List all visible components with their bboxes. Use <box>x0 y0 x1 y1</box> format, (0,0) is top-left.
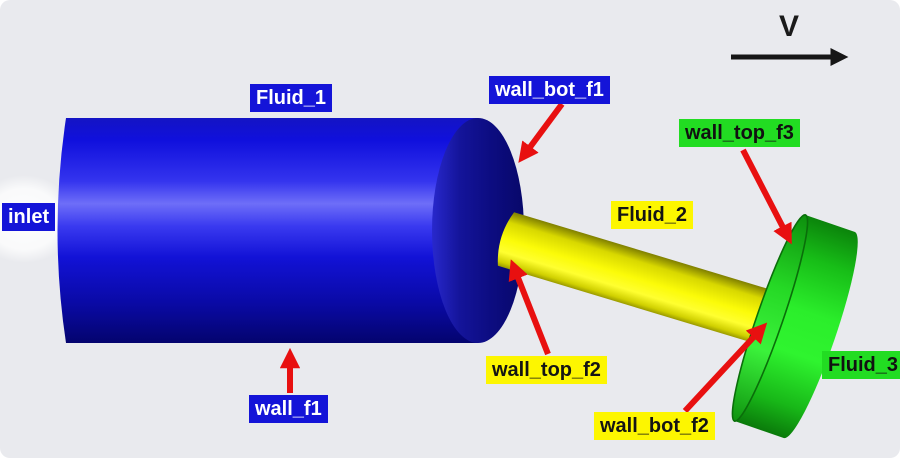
arrow-wall-bot-f1 <box>518 102 565 163</box>
arrow-wall-bot-f2 <box>682 322 768 414</box>
fluid1-body <box>57 118 478 343</box>
tag-wall-bot-f1: wall_bot_f1 <box>489 76 610 104</box>
fluid2-body <box>497 212 785 348</box>
fluid3-left-face <box>731 214 809 422</box>
arrow-wall-top-f3 <box>740 148 792 245</box>
tag-wall-bot-f2: wall_bot_f2 <box>594 412 715 440</box>
velocity-label: V <box>779 10 800 43</box>
fluid1-right-cap <box>432 118 524 343</box>
fluid3-disc <box>731 214 858 439</box>
tag-fluid3: Fluid_3 <box>822 351 900 379</box>
tag-inlet: inlet <box>2 203 56 231</box>
tag-wall-top-f2: wall_top_f2 <box>486 356 607 384</box>
fluid3-rim <box>734 214 858 439</box>
fluid2-rod <box>497 212 785 348</box>
tag-wall-f1: wall_f1 <box>249 395 328 423</box>
tag-wall-top-f3: wall_top_f3 <box>679 119 800 147</box>
tag-fluid1: Fluid_1 <box>250 84 333 112</box>
fluid1-cylinder <box>57 118 524 343</box>
arrow-wall-top-f2 <box>508 259 551 356</box>
tag-fluid2: Fluid_2 <box>611 201 694 229</box>
